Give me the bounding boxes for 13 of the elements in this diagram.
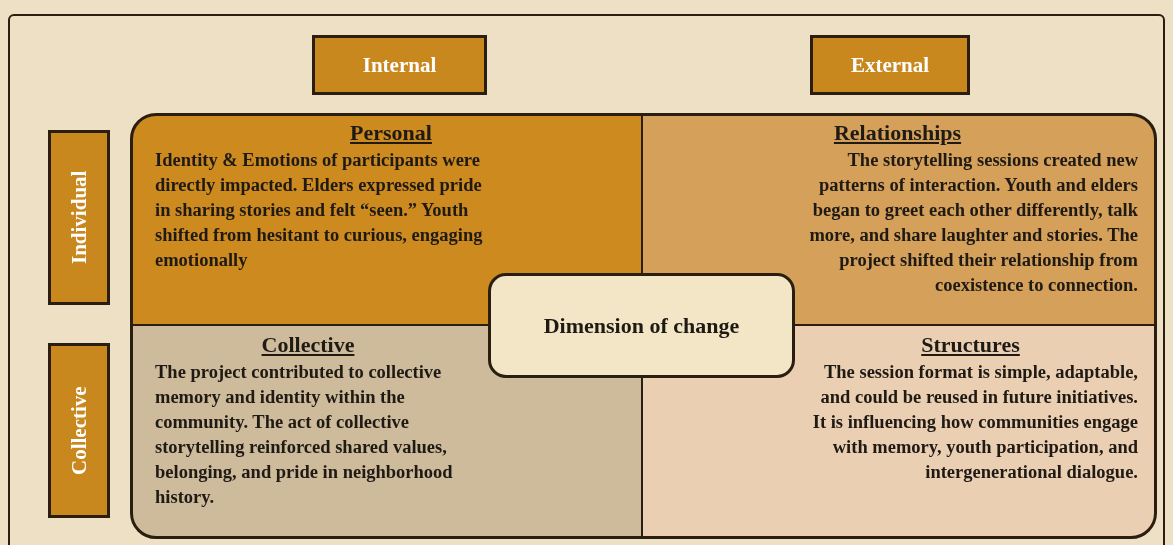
quadrant-heading: Personal (349, 120, 433, 146)
quadrant-text: The session format is simple, adaptable, and could be reused in future initiatives. It is influencing how communities engage with memory, youth participation, and intergenerational dialogue. (811, 361, 1138, 484)
quadrant-text: The project contributed to collective memory and identity within the community. The act of collective storytelling reinforced shared values, belonging, and pride in neighborhood history. (155, 361, 454, 509)
center-label-box: Dimension of change (488, 273, 795, 378)
quadrant-text: The storytelling sessions created new patterns of interaction. Youth and elders began to greet each other differently, talk more, and share laughter and stories. The project shifted their relationship from coexistence to connection. (808, 149, 1138, 297)
column-header: Internal (312, 35, 487, 95)
row-header: Collective (48, 343, 110, 518)
quadrant-heading: Relationships (832, 120, 963, 146)
quadrant-text: Identity & Emotions of participants were directly impacted. Elders expressed pride in sharing stories and felt “seen.” Youth shifted from hesitant to curious, engaging emotionally (155, 149, 484, 272)
quadrant-heading: Collective (260, 332, 356, 358)
quadrant-heading: Structures (920, 332, 1021, 358)
column-header: External (810, 35, 970, 95)
row-header: Individual (48, 130, 110, 305)
